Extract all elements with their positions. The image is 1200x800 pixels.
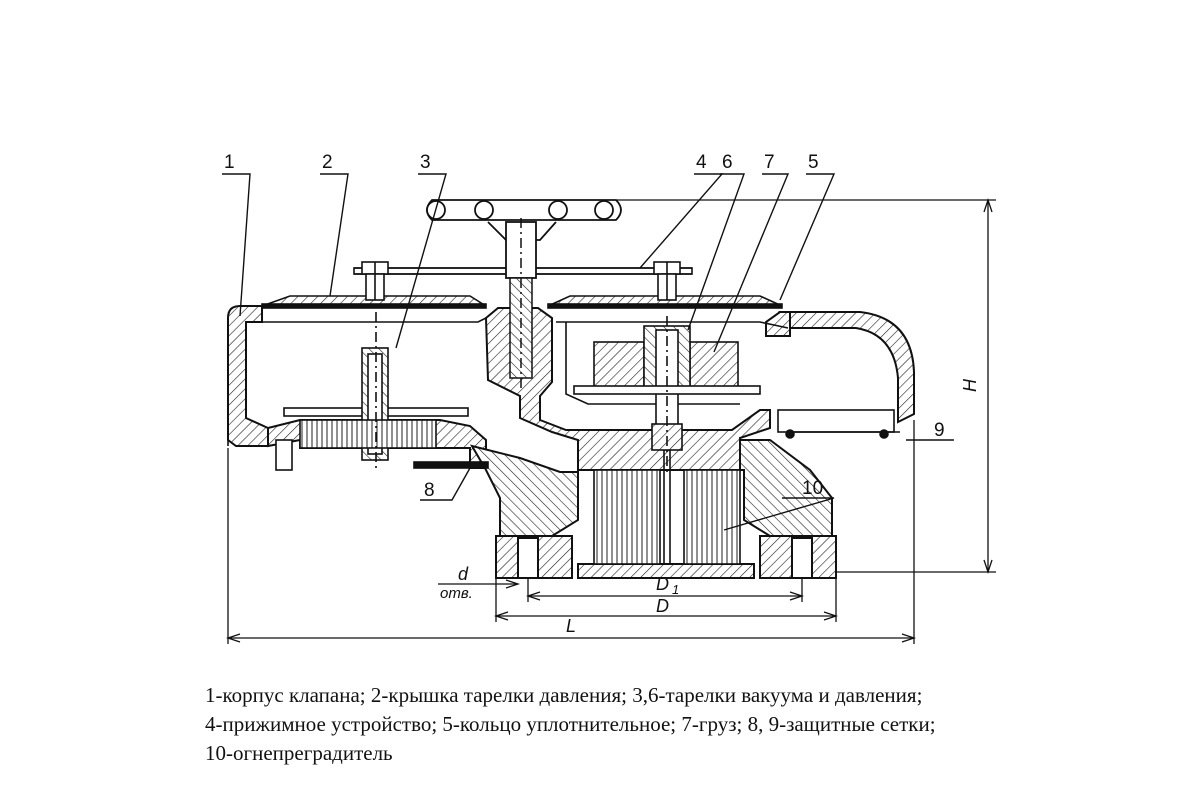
callout-5: 5 — [808, 152, 819, 173]
callout-1: 1 — [224, 152, 235, 173]
protective-screens — [275, 409, 900, 471]
clamp-bolts — [361, 261, 681, 301]
dimension-l-label: L — [566, 616, 576, 636]
callout-4: 4 — [696, 152, 707, 173]
dimension-lines — [225, 197, 996, 644]
pressure-screw — [509, 218, 533, 392]
dimension-d1-letter: D — [656, 574, 669, 594]
dimension-d1-subscript: 1 — [672, 582, 679, 597]
vacuum-disc — [283, 312, 469, 470]
callout-6: 6 — [722, 152, 733, 173]
dimension-d-label: D — [656, 596, 669, 616]
leader-lines — [222, 173, 954, 531]
dimension-d-hole-label: d — [458, 564, 469, 584]
caption-line-3: 10-огнепреградитель — [205, 741, 393, 765]
callout-7: 7 — [764, 152, 775, 173]
handwheel — [426, 199, 622, 279]
caption-line-2: 4-прижимное устройство; 5-кольцо уплотни… — [205, 712, 936, 736]
callout-10: 10 — [802, 478, 823, 499]
callout-9: 9 — [934, 420, 945, 441]
callout-8: 8 — [424, 480, 435, 501]
valve-body — [227, 305, 915, 579]
callout-3: 3 — [420, 152, 431, 173]
dimension-d-hole-subscript: отв. — [440, 585, 473, 602]
caption: 1-корпус клапана; 2-крышка тарелки давле… — [205, 681, 1165, 768]
flame-arrester — [593, 469, 741, 565]
dimension-h-label: H — [960, 378, 980, 392]
pressure-disc-and-weight — [573, 316, 761, 564]
callout-2: 2 — [322, 152, 333, 173]
caption-line-1: 1-корпус клапана; 2-крышка тарелки давле… — [205, 683, 923, 707]
